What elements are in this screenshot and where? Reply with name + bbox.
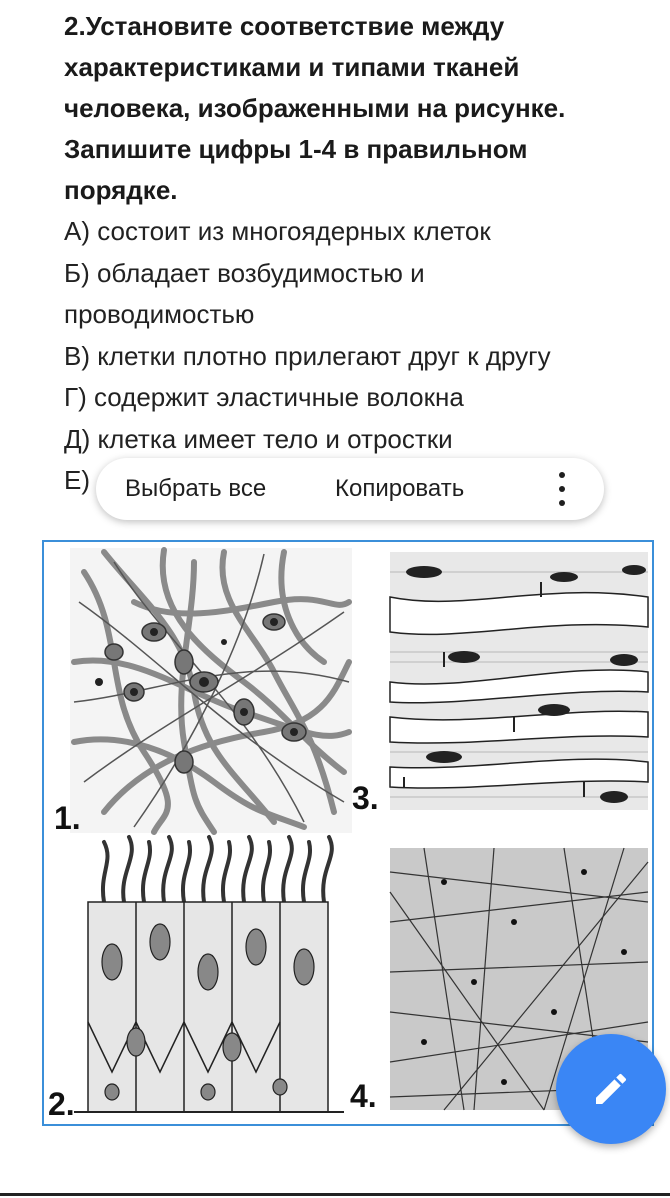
question-title-line: 2.Установите соответствие между [64, 11, 505, 41]
copy-button[interactable]: Копировать [335, 475, 465, 502]
option-b: Б) обладает возбудимостью и [64, 257, 425, 288]
pencil-icon [596, 1073, 627, 1104]
question-text: 2.Установите соответствие между характер… [64, 6, 664, 502]
tissue-illustration [70, 547, 649, 1113]
option-e: Е) [64, 465, 90, 495]
option-b-cont: проводимостью [64, 299, 255, 329]
option-a: А) состоит из многоядерных клеток [64, 216, 491, 246]
select-all-button[interactable]: Выбрать все [125, 475, 267, 502]
question-title-line: порядке. [64, 175, 178, 205]
question-title-line: характеристиками и типами тканей [64, 52, 520, 82]
edit-fab-button[interactable] [556, 1034, 666, 1144]
panel-label-2: 2. [48, 1086, 75, 1122]
text-selection-toolbar: Выбрать все Копировать [96, 458, 604, 520]
panel-label-1: 1. [54, 800, 81, 836]
tissue-figure: 1. 3. 2. 4. [42, 540, 654, 1126]
option-d: Д) клетка имеет тело и отростки [64, 423, 453, 454]
option-g: Г) содержит эластичные волокна [64, 382, 464, 412]
question-title-line: Запишите цифры 1-4 в правильном [64, 134, 528, 164]
panel-3-cardiac-muscle [389, 552, 649, 810]
more-vert-icon[interactable] [542, 469, 582, 509]
panel-2-epithelium [74, 835, 344, 1113]
question-title-line: человека, изображенными на рисунке. [64, 93, 566, 123]
panel-label-3: 3. [352, 780, 379, 816]
option-v: В) клетки плотно прилегают друг к другу [64, 340, 551, 371]
bottom-divider [0, 1193, 670, 1196]
panel-label-4: 4. [350, 1078, 377, 1114]
panel-1-connective-tissue [70, 547, 352, 835]
